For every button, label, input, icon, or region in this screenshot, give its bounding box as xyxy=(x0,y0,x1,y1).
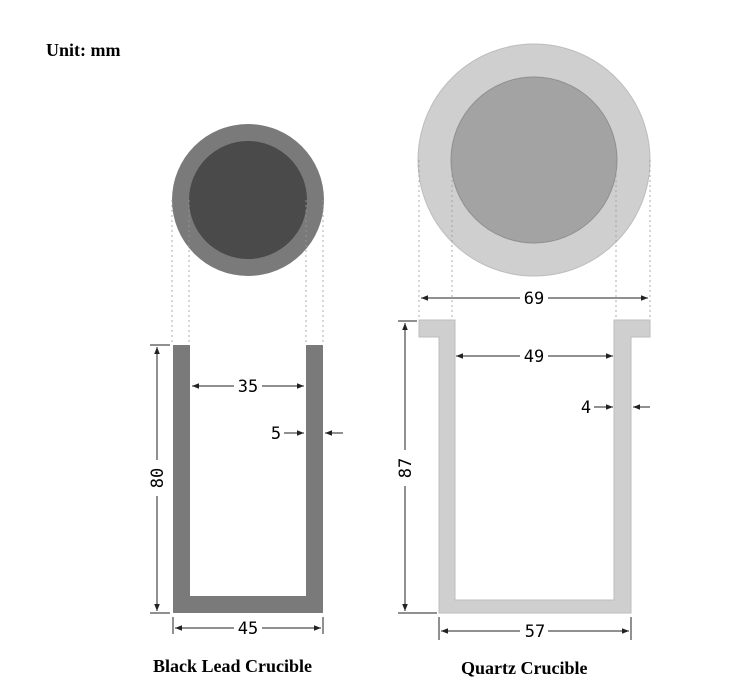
black-lead-outer-width-value: 45 xyxy=(238,619,258,639)
quartz-side-section xyxy=(418,319,651,614)
quartz-inner-circle xyxy=(450,76,618,244)
quartz-wall-value: 4 xyxy=(581,398,591,418)
black-lead-wall-value: 5 xyxy=(271,424,281,444)
quartz-top-view xyxy=(417,43,651,277)
black-lead-inner-width-value: 35 xyxy=(238,377,258,397)
black-lead-height-dim: 80 xyxy=(148,344,170,614)
black-lead-height-value: 80 xyxy=(148,468,168,488)
quartz-outer-width-value: 57 xyxy=(525,622,545,642)
black-lead-outer-width-dim: 45 xyxy=(172,617,324,639)
black-lead-top-view xyxy=(172,124,324,276)
black-lead-inner-width-dim: 35 xyxy=(192,377,304,397)
quartz-crucible: 69 49 4 87 57 xyxy=(396,43,651,642)
quartz-caption: Quartz Crucible xyxy=(461,658,588,678)
black-lead-wall-dim: 5 xyxy=(271,424,343,444)
black-lead-crucible: 35 5 45 80 xyxy=(148,124,343,639)
quartz-inner-width-dim: 49 xyxy=(456,347,613,367)
quartz-outer-width-dim: 57 xyxy=(438,617,632,642)
black-lead-side-section xyxy=(173,345,323,613)
quartz-height-value: 87 xyxy=(396,458,416,478)
quartz-rim-width-dim: 69 xyxy=(421,289,648,309)
quartz-height-dim: 87 xyxy=(396,320,437,614)
unit-label: Unit: mm xyxy=(46,40,121,60)
black-lead-projection-lines xyxy=(171,200,324,345)
quartz-rim-width-value: 69 xyxy=(524,289,544,309)
quartz-projection-lines xyxy=(418,160,651,355)
quartz-wall-dim: 4 xyxy=(581,398,650,418)
quartz-inner-width-value: 49 xyxy=(524,347,544,367)
black-lead-inner-circle xyxy=(189,141,307,259)
black-lead-caption: Black Lead Crucible xyxy=(153,656,313,676)
